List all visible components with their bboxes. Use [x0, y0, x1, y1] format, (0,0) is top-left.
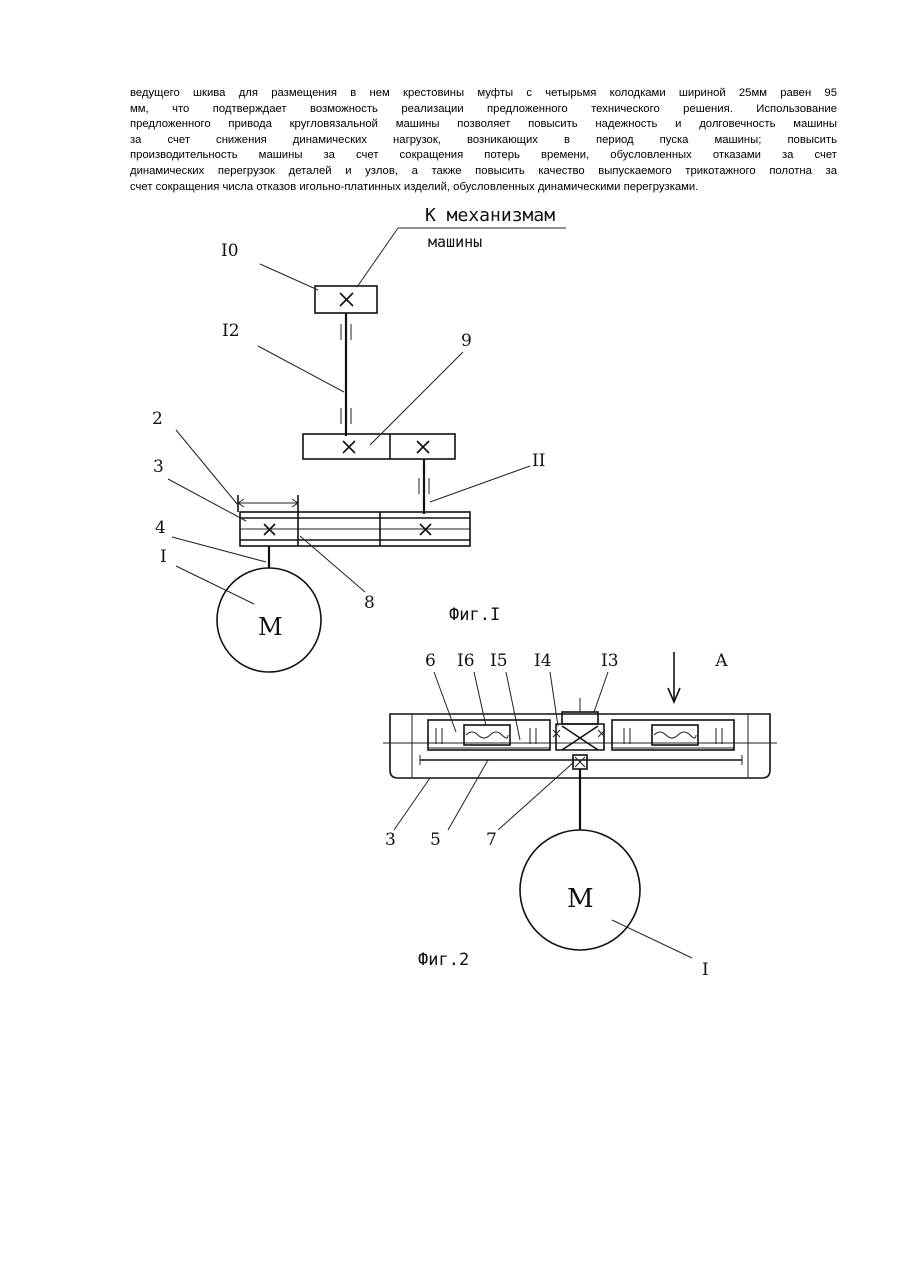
label-14: I4: [534, 651, 552, 671]
label-11: II: [532, 451, 545, 471]
leader-14: [550, 672, 558, 726]
label-5: 5: [430, 830, 441, 850]
fig2-caption: Фиг.2: [418, 950, 469, 970]
label-1-fig1: I: [160, 547, 167, 567]
small-crosses: [553, 730, 605, 737]
label-3-fig2: 3: [385, 830, 396, 850]
crosspiece-14-cross: [562, 726, 598, 750]
leader-11: [430, 466, 530, 502]
label-9: 9: [461, 331, 472, 351]
label-10: I0: [221, 241, 239, 261]
figure-2: А 6 I6 I5 I4: [383, 651, 777, 980]
label-6: 6: [425, 651, 436, 671]
left-springs: [436, 728, 536, 744]
leader-13: [594, 672, 608, 712]
right-springs: [624, 728, 722, 744]
left-pad-wave: [466, 732, 508, 738]
label-7: 7: [486, 830, 497, 850]
label-12: I2: [222, 321, 240, 341]
leader-16: [474, 672, 486, 726]
fig1-header-line1: К механизмам: [425, 205, 555, 226]
leader-6: [434, 672, 456, 732]
gear-9-right-cross: [417, 441, 429, 453]
leader-7: [498, 762, 574, 830]
gear-pair-9: [303, 434, 455, 459]
label-15: I5: [490, 651, 508, 671]
gear-10-cross: [340, 293, 353, 306]
leader-1-fig2: [612, 920, 692, 958]
label-4: 4: [155, 518, 166, 538]
crosspiece-14: [556, 724, 604, 750]
gear-9-left-cross: [343, 441, 355, 453]
leader-9: [370, 352, 463, 445]
leader-8: [300, 536, 365, 592]
bearing-7-cross: [575, 757, 585, 767]
fig1-header-line2: машины: [428, 233, 482, 251]
motor-1-fig2-symbol: М: [567, 884, 594, 914]
label-13: I3: [601, 651, 619, 671]
right-pad-wave: [654, 732, 696, 738]
label-1-fig2: I: [702, 960, 709, 980]
label-16: I6: [457, 651, 475, 671]
label-8: 8: [364, 593, 375, 613]
right-friction-pad: [652, 725, 698, 745]
leader-3-fig2: [394, 778, 430, 830]
leader-10: [260, 264, 318, 290]
left-friction-pad-16: [464, 725, 510, 745]
fig1-header-leader: [357, 228, 398, 287]
label-3-fig1: 3: [153, 457, 164, 477]
label-2: 2: [152, 409, 163, 429]
view-label: А: [715, 651, 728, 671]
fig1-caption: Фиг.I: [449, 605, 500, 625]
leader-2: [176, 430, 238, 505]
figure-1: К механизмам машины I0 I2 9 II: [152, 205, 566, 672]
leader-12: [258, 346, 344, 392]
motor-1-symbol: М: [258, 613, 283, 641]
leader-1-fig1: [176, 566, 254, 604]
leader-15: [506, 672, 520, 740]
leader-5: [448, 760, 488, 830]
